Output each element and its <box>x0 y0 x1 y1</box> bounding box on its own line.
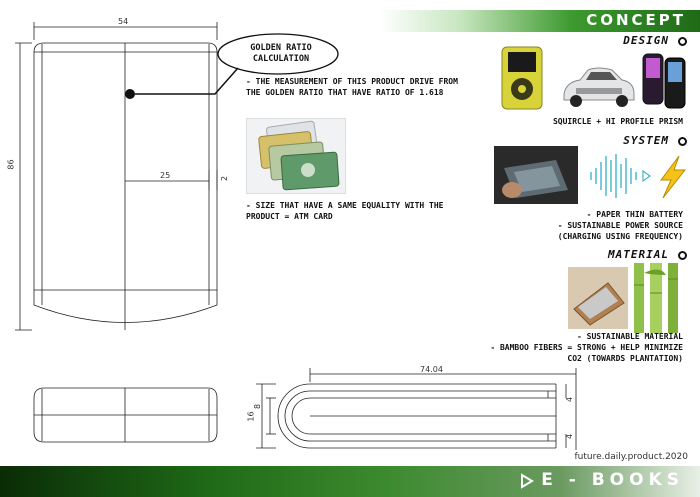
music-player-image <box>501 46 543 110</box>
side-view-drawing <box>256 368 577 450</box>
phones-image <box>642 53 686 109</box>
callout-leader <box>125 33 339 99</box>
callout-label-line2: CALCULATION <box>252 54 310 64</box>
side-top-label: 4 <box>565 396 575 403</box>
material-line-1: - SUSTAINABLE MATERIAL <box>577 332 683 341</box>
atm-card-note: - SIZE THAT HAVE A SAME EQUALITY WITH TH… <box>246 201 444 221</box>
material-notes: - SUSTAINABLE MATERIAL - BAMBOO FIBERS =… <box>490 331 683 364</box>
side-height-label: 16 <box>246 411 256 422</box>
side-length-label: 74.04 <box>420 365 443 374</box>
system-heading: SYSTEM <box>623 134 669 147</box>
gear-icon <box>678 37 687 46</box>
system-line-2: - SUSTAINABLE POWER SOURCE <box>557 221 683 230</box>
bottom-view-drawing <box>33 387 218 443</box>
inner-dimension-label: 25 <box>160 171 171 180</box>
system-notes: - PAPER THIN BATTERY - SUSTAINABLE POWER… <box>558 209 683 242</box>
footer-title: E - BOOKS <box>541 470 684 490</box>
play-arrow-icon <box>521 473 534 489</box>
car-image <box>563 67 635 107</box>
system-line-1: - PAPER THIN BATTERY <box>586 210 683 219</box>
gear-icon <box>678 251 687 260</box>
material-heading: MATERIAL <box>608 248 669 261</box>
edge-dimension-label: 2 <box>220 175 230 182</box>
material-line-3: CO2 (TOWARDS PLANTATION) <box>567 354 683 363</box>
front-view-drawing <box>15 22 218 331</box>
top-banner <box>380 10 700 32</box>
sound-wave-image <box>590 154 687 199</box>
width-dimension-label: 54 <box>118 17 129 26</box>
bottom-banner <box>0 466 700 497</box>
height-dimension-label: 86 <box>6 159 16 170</box>
gear-icon <box>678 137 687 146</box>
atm-cards-image <box>246 118 346 194</box>
golden-ratio-note: - THE MEASUREMENT OF THIS PRODUCT DRIVE … <box>246 77 458 97</box>
design-caption: SQUIRCLE + HI PROFILE PRISM <box>552 117 683 126</box>
credit-text: future.daily.product.2020 <box>574 452 688 462</box>
material-line-2: - BAMBOO FIBERS = STRONG + HELP MINIMIZE <box>490 343 683 352</box>
callout-label: GOLDEN RATIO CALCULATION <box>241 43 321 65</box>
thin-battery-image <box>494 146 578 204</box>
side-bottom-label: 4 <box>565 433 575 440</box>
bamboo-laptop-image <box>568 263 678 333</box>
side-inner-label: 8 <box>253 403 263 410</box>
design-heading: DESIGN <box>623 34 669 47</box>
callout-label-line1: GOLDEN RATIO <box>250 43 312 53</box>
concept-title: CONCEPT <box>586 11 686 29</box>
system-line-3: (CHARGING USING FREQUENCY) <box>557 232 683 241</box>
